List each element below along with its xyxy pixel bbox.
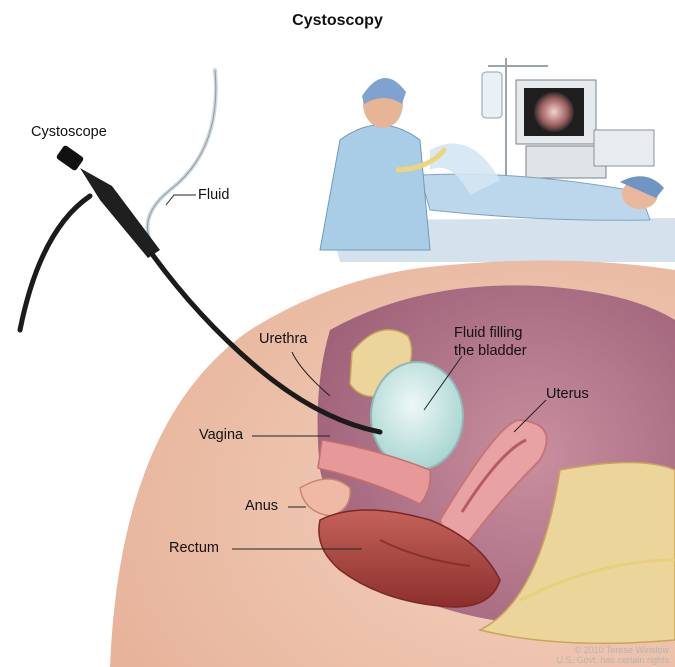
procedure-scene: [300, 58, 675, 270]
label-anus: Anus: [245, 498, 278, 515]
label-vagina: Vagina: [199, 427, 243, 444]
label-fluid: Fluid: [198, 187, 229, 204]
label-fluid-filling-line2: the bladder: [454, 343, 527, 360]
label-rectum: Rectum: [169, 540, 219, 557]
diagram-title: Cystoscopy: [0, 12, 675, 30]
pelvic-cross-section: [110, 260, 675, 667]
label-uterus: Uterus: [546, 386, 589, 403]
label-cystoscope: Cystoscope: [31, 124, 107, 141]
credit-line-2: U.S. Govt. has certain rights: [556, 655, 669, 665]
label-fluid-filling-line1: Fluid filling: [454, 325, 523, 342]
copyright-credit: © 2010 Terese Winslow U.S. Govt. has cer…: [556, 645, 669, 665]
label-urethra: Urethra: [259, 331, 307, 348]
credit-line-1: © 2010 Terese Winslow: [556, 645, 669, 655]
